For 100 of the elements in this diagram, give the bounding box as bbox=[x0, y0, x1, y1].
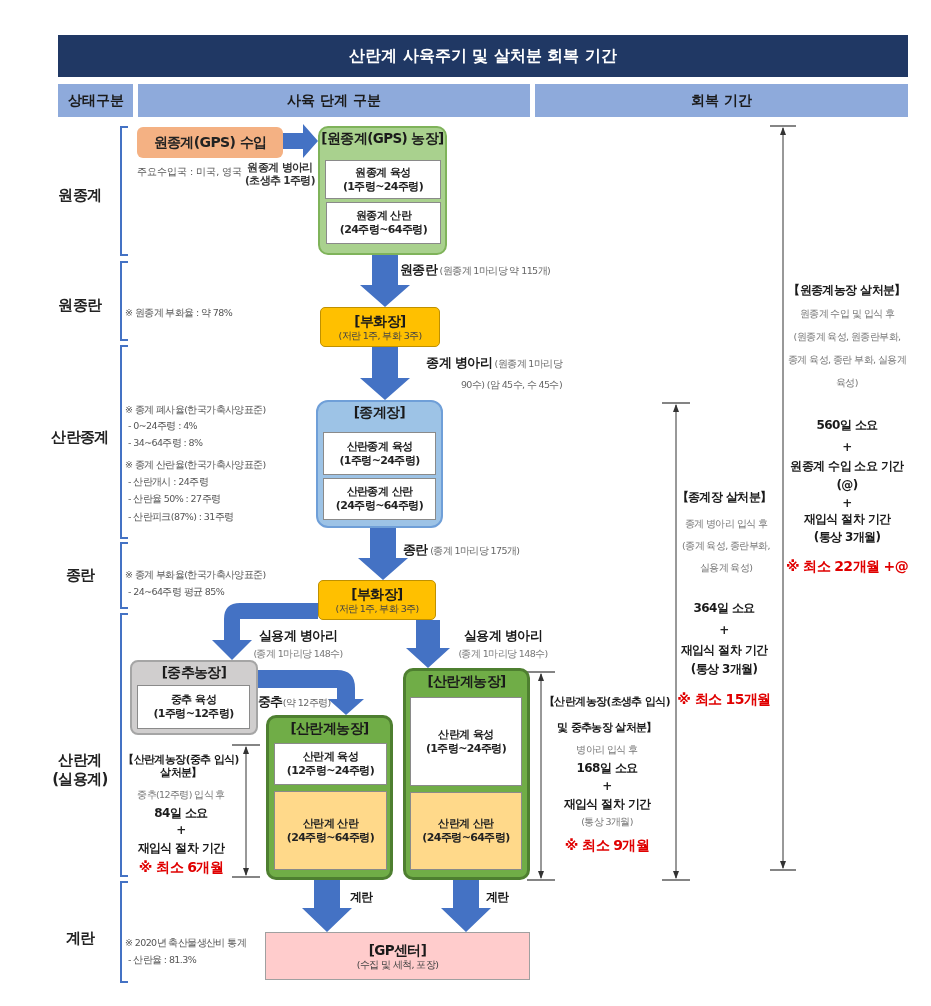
recovery-text: 84일 소요 bbox=[153, 805, 209, 821]
recovery-text: (통상 3개월) bbox=[812, 529, 882, 545]
header-cell: 회복 기간 bbox=[535, 84, 908, 117]
block-arrow bbox=[302, 880, 352, 932]
edge-label: 계란 bbox=[486, 889, 509, 905]
recovery-note: 원종계 수입 및 입식 후 (원종계 육성, 원종란부화, 종계 육성, 종란 부화, 실용계 육성) bbox=[788, 307, 906, 390]
plus-sign: + bbox=[175, 822, 187, 838]
note-text: - 0~24주령 : 4% bbox=[128, 420, 198, 432]
header-cell: 사육 단계 구분 bbox=[138, 84, 530, 117]
note-text: ※ 원종계 부화율 : 약 78% bbox=[125, 307, 233, 319]
block-arrow bbox=[258, 670, 364, 715]
stage-box: 산란계 산란 (24주령~64주령) bbox=[274, 791, 387, 870]
row-label: 산란종계 bbox=[51, 427, 109, 447]
recovery-text: 【원종계농장 살처분】 bbox=[787, 282, 907, 298]
block-arrow bbox=[212, 603, 318, 660]
row-label: 계란 bbox=[65, 928, 95, 948]
edge-label: 중추(약 12주령) bbox=[258, 694, 331, 710]
minimum-period: ※ 최소 15개월 bbox=[676, 691, 772, 709]
block-arrow bbox=[406, 620, 450, 668]
farm-box bbox=[266, 715, 393, 880]
box-heading: [부화장] bbox=[354, 312, 406, 330]
recovery-note: 병아리 입식 후 bbox=[575, 744, 639, 756]
note-text: - 산란율 : 81.3% bbox=[128, 954, 197, 966]
recovery-note: 종계 병아리 입식 후 (종계 육성, 종란부화, 실용계 육성) bbox=[681, 517, 771, 575]
note-text: - 산란율 50% : 27주령 bbox=[128, 493, 221, 505]
box-subtitle: (수집 및 세척, 포장) bbox=[356, 958, 439, 971]
note-text: ※ 종계 폐사율(한국가축사양표준) bbox=[125, 404, 266, 416]
edge-label: 계란 bbox=[350, 889, 373, 905]
box-heading: [원종계(GPS) 농장] bbox=[321, 130, 444, 147]
edge-label: 종계 병아리 (원종계 1마리당 90수) (암 45수, 수 45수) bbox=[425, 354, 562, 392]
recovery-note: (통상 3개월) bbox=[580, 816, 634, 828]
farm-box bbox=[318, 126, 447, 255]
block-arrow bbox=[360, 347, 410, 400]
stage-box: 산란계 육성 (12주령~24주령) bbox=[274, 743, 387, 785]
recovery-text: 재입식 절차 기간 bbox=[136, 840, 226, 856]
import-box: 원종계(GPS) 수입 bbox=[137, 127, 283, 158]
block-arrow bbox=[283, 124, 318, 158]
edge-label: 원종란 (원종계 1마리당 약 115개) bbox=[400, 262, 551, 278]
recovery-text: 560일 소요 bbox=[815, 417, 879, 433]
row-label: 원종란 bbox=[58, 295, 102, 315]
hatchery-box bbox=[318, 580, 436, 620]
note-text: - 24~64주령 평균 85% bbox=[128, 586, 225, 598]
header-cell: 상태구분 bbox=[58, 84, 133, 117]
recovery-note: 중추(12주령) 입식 후 bbox=[136, 789, 226, 801]
plus-sign: + bbox=[841, 439, 853, 455]
recovery-text: 재입식 절차 기간 bbox=[562, 796, 652, 812]
title-bar: 산란계 사육주기 및 살처분 회복 기간 bbox=[58, 35, 908, 77]
side-note: 주요수입국 : 미국, 영국 bbox=[137, 165, 243, 179]
box-heading: [산란계농장] bbox=[290, 720, 369, 737]
edge-label: 실용계 병아리 (종계 1마리당 148수) bbox=[252, 628, 344, 660]
row-label: 원종계 bbox=[58, 185, 102, 205]
stage-box: 중추 육성 (1주령~12주령) bbox=[137, 685, 250, 729]
box-heading: [GP센터] bbox=[368, 941, 427, 959]
row-label: 종란 bbox=[65, 565, 95, 585]
recovery-heading: 【산란계농장(초생추 입식) 및 중추농장 살처분】 bbox=[543, 694, 671, 735]
farm-box bbox=[130, 660, 258, 735]
stage-box: 산란종계 육성 (1주령~24주령) bbox=[323, 432, 436, 475]
stage-box: 산란계 육성 (1주령~24주령) bbox=[410, 697, 522, 786]
plus-sign: + bbox=[841, 495, 853, 511]
recovery-text: 재입식 절차 기간 bbox=[802, 511, 892, 527]
note-text: ※ 종계 부화율(한국가축사양표준) bbox=[125, 569, 266, 581]
recovery-heading: 【산란계농장(중추 입식) 살처분】 bbox=[122, 752, 240, 780]
block-arrow bbox=[441, 880, 491, 932]
note-text: - 산란개시 : 24주령 bbox=[128, 476, 208, 488]
note-text: - 산란피크(87%) : 31주령 bbox=[128, 511, 234, 523]
minimum-period: ※ 최소 22개월 +@ bbox=[784, 558, 910, 576]
edge-label: 원종계 병아리 (초생추 1주령) bbox=[243, 160, 317, 188]
stage-box: 원종계 육성 (1주령~24주령) bbox=[325, 160, 441, 199]
recovery-text: 【종계장 살처분】 bbox=[675, 489, 773, 505]
note-text: ※ 종계 산란율(한국가축사양표준) bbox=[125, 459, 266, 471]
hatchery-box bbox=[320, 307, 440, 347]
box-heading: [중추농장] bbox=[161, 664, 227, 681]
recovery-text: 재입식 절차 기간 bbox=[679, 642, 769, 658]
minimum-period: ※ 최소 6개월 bbox=[137, 859, 225, 877]
note-text: - 34~64주령 : 8% bbox=[128, 437, 203, 449]
plus-sign: + bbox=[718, 622, 730, 638]
recovery-text: (통상 3개월) bbox=[689, 661, 759, 677]
recovery-text: 168일 소요 bbox=[575, 760, 639, 776]
stage-box: 산란종계 산란 (24주령~64주령) bbox=[323, 478, 436, 520]
note-text: ※ 2020년 축산물생산비 통계 bbox=[125, 937, 246, 949]
plus-sign: + bbox=[601, 778, 613, 794]
block-arrow bbox=[360, 255, 410, 307]
edge-label: 실용계 병아리 (종계 1마리당 148수) bbox=[457, 628, 549, 660]
row-label: 산란계 (실용계) bbox=[51, 751, 109, 789]
box-subtitle: (저란 1주, 부화 3주) bbox=[335, 602, 419, 615]
stage-box: 원종계 산란 (24주령~64주령) bbox=[326, 202, 441, 244]
minimum-period: ※ 최소 9개월 bbox=[563, 837, 651, 855]
box-heading: [산란계농장] bbox=[427, 673, 506, 690]
center-box bbox=[265, 932, 530, 980]
edge-label: 종란 (종계 1마리당 175개) bbox=[403, 542, 520, 558]
farm-box bbox=[316, 400, 443, 528]
stage-box: 산란계 산란 (24주령~64주령) bbox=[410, 792, 522, 870]
block-arrow bbox=[358, 528, 408, 580]
recovery-text: 364일 소요 bbox=[692, 600, 756, 616]
recovery-text: (@) bbox=[835, 477, 859, 493]
recovery-text: 원종계 수입 소요 기간 bbox=[789, 458, 905, 474]
box-heading: [종계장] bbox=[353, 404, 406, 421]
farm-box bbox=[403, 668, 530, 880]
box-subtitle: (저란 1주, 부화 3주) bbox=[338, 329, 422, 342]
box-heading: [부화장] bbox=[351, 585, 403, 603]
